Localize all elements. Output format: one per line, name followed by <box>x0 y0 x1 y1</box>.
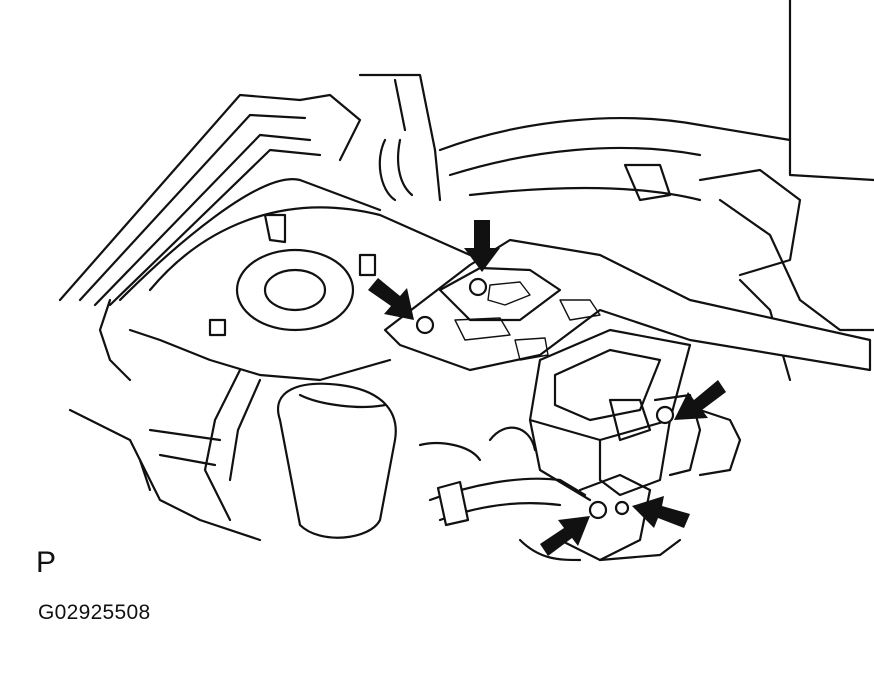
arrow-right-bolt <box>674 380 726 420</box>
oil-filter <box>68 368 397 542</box>
lower-hose <box>418 426 587 527</box>
arrow-top-bolt <box>464 220 500 272</box>
callout-arrows <box>368 220 726 556</box>
side-bracket <box>415 277 742 562</box>
arrow-bottom-right-bolt <box>632 496 690 528</box>
arrow-bottom-left-bolt <box>540 516 590 556</box>
fender-frame-lines <box>58 73 442 307</box>
figure-id: G02925508 <box>38 601 151 624</box>
engine-mount-bracket <box>383 238 872 372</box>
engine-block <box>98 178 472 382</box>
arrow-left-bolt <box>368 278 414 320</box>
view-label: P <box>36 546 57 579</box>
